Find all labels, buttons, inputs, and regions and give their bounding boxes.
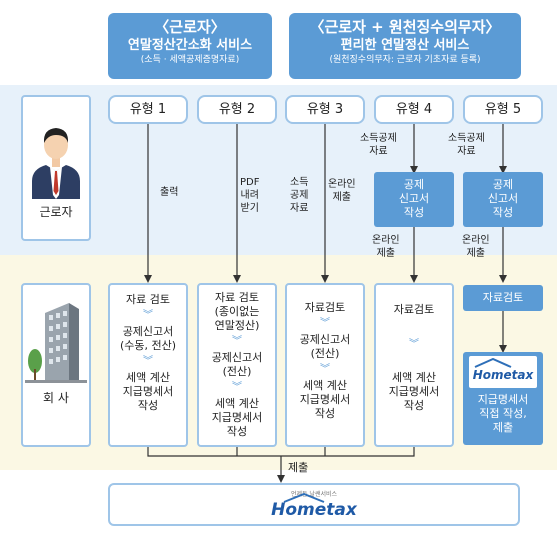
t2-pdf-label: PDF 내려 받기 bbox=[240, 177, 260, 214]
worker-row-label: 근로자 bbox=[21, 95, 91, 241]
chevron-down-icon: ︾ bbox=[143, 356, 153, 367]
t1-company-box: 자료 검토 ︾ 공제신고서 (수동, 전산) ︾ 세액 계산 지급명세서 작성 bbox=[108, 283, 188, 447]
chevron-down-icon: ︾ bbox=[232, 336, 242, 347]
t5-hometax-logo-text: Hometax bbox=[472, 368, 534, 382]
chevron-down-icon: ︾ bbox=[232, 382, 242, 393]
header-right: 〈근로자 + 원천징수의무자〉 편리한 연말정산 서비스 (원천징수의무자: 근… bbox=[289, 13, 521, 79]
worker-row-text: 근로자 bbox=[39, 205, 73, 219]
hometax-logo-text: Hometax bbox=[271, 500, 357, 520]
header-left-title: 〈근로자〉 bbox=[154, 18, 226, 36]
t5-review-box: 자료검토 bbox=[463, 285, 543, 311]
t3-company-box: 자료검토 ︾ 공제신고서 (전산) ︾ 세액 계산 지급명세서 작성 bbox=[285, 283, 365, 447]
header-left: 〈근로자〉 연말정산간소화 서비스 (소득 · 세액공제증명자료) bbox=[108, 13, 272, 79]
type-3-box: 유형 3 bbox=[285, 95, 365, 124]
header-right-title: 〈근로자 + 원천징수의무자〉 bbox=[309, 18, 501, 36]
type-1-box: 유형 1 bbox=[108, 95, 188, 124]
type-2-box: 유형 2 bbox=[197, 95, 277, 124]
chevron-down-icon: ︾ bbox=[320, 318, 330, 329]
company-building-icon bbox=[25, 303, 87, 383]
t3-step-form: 공제신고서 (전산) bbox=[299, 333, 351, 360]
chevron-down-icon: ︾ bbox=[143, 310, 153, 321]
company-row-label: 회 사 bbox=[21, 283, 91, 447]
t2-company-box: 자료 검토 (종이없는 연말정산) ︾ 공제신고서 (전산) ︾ 세액 계산 지… bbox=[197, 283, 277, 447]
type-4-box: 유형 4 bbox=[374, 95, 454, 124]
t4-company-box: 자료검토 ︾ 세액 계산 지급명세서 작성 bbox=[374, 283, 454, 447]
t1-step-form: 공제신고서 (수동, 전산) bbox=[119, 325, 177, 352]
t4-data-label: 소득공제 자료 bbox=[360, 133, 397, 157]
header-left-subtitle: 연말정산간소화 서비스 bbox=[127, 38, 253, 53]
t4-online-label: 온라인 제출 bbox=[372, 235, 400, 259]
t5-hometax-logo: Hometax bbox=[469, 356, 537, 388]
t2-step-form: 공제신고서 (전산) bbox=[211, 351, 263, 378]
t1-step-review: 자료 검토 bbox=[126, 293, 170, 306]
chevron-down-icon: ︾ bbox=[409, 339, 419, 350]
worker-person-icon bbox=[32, 128, 80, 199]
t5-hometax-box: Hometax 지급명세서 직접 작성, 제출 bbox=[463, 352, 543, 445]
t5-deduction-form-box: 공제 신고서 작성 bbox=[463, 172, 543, 227]
t5-data-label: 소득공제 자료 bbox=[448, 133, 485, 157]
submit-label: 제출 bbox=[288, 461, 309, 474]
t3-data-label: 소득 공제 자료 bbox=[290, 177, 309, 214]
t3-step-review: 자료검토 bbox=[304, 301, 346, 314]
t4-step-review: 자료검토 bbox=[393, 303, 435, 316]
house-roof-icon bbox=[474, 358, 512, 368]
house-roof-icon bbox=[283, 493, 325, 503]
t5-online-label: 온라인 제출 bbox=[462, 235, 490, 259]
hometax-bottom-box: 언제든 날쌘서비스 Hometax bbox=[108, 483, 520, 526]
header-right-subtitle: 편리한 연말정산 서비스 bbox=[340, 38, 470, 53]
t4-step-calc: 세액 계산 지급명세서 작성 bbox=[388, 371, 440, 412]
t5-direct-submit-text: 지급명세서 직접 작성, 제출 bbox=[477, 393, 529, 434]
t3-online-label: 온라인 제출 bbox=[328, 179, 356, 203]
t1-step-calc: 세액 계산 지급명세서 작성 bbox=[122, 371, 174, 412]
bottom-join-line bbox=[147, 447, 415, 457]
t1-print-label: 출력 bbox=[160, 187, 179, 198]
header-left-note: (소득 · 세액공제증명자료) bbox=[140, 55, 240, 65]
t2-step-calc: 세액 계산 지급명세서 작성 bbox=[211, 397, 263, 438]
header-right-note: (원천징수의무자: 근로자 기초자료 등록) bbox=[329, 55, 481, 65]
t3-step-calc: 세액 계산 지급명세서 작성 bbox=[299, 379, 351, 420]
t4-deduction-form-box: 공제 신고서 작성 bbox=[374, 172, 454, 227]
t2-step-review: 자료 검토 (종이없는 연말정산) bbox=[214, 291, 260, 332]
hometax-tagline: 언제든 날쌘서비스 bbox=[290, 491, 338, 498]
company-row-text: 회 사 bbox=[43, 391, 69, 405]
type-5-box: 유형 5 bbox=[463, 95, 543, 124]
chevron-down-icon: ︾ bbox=[320, 364, 330, 375]
